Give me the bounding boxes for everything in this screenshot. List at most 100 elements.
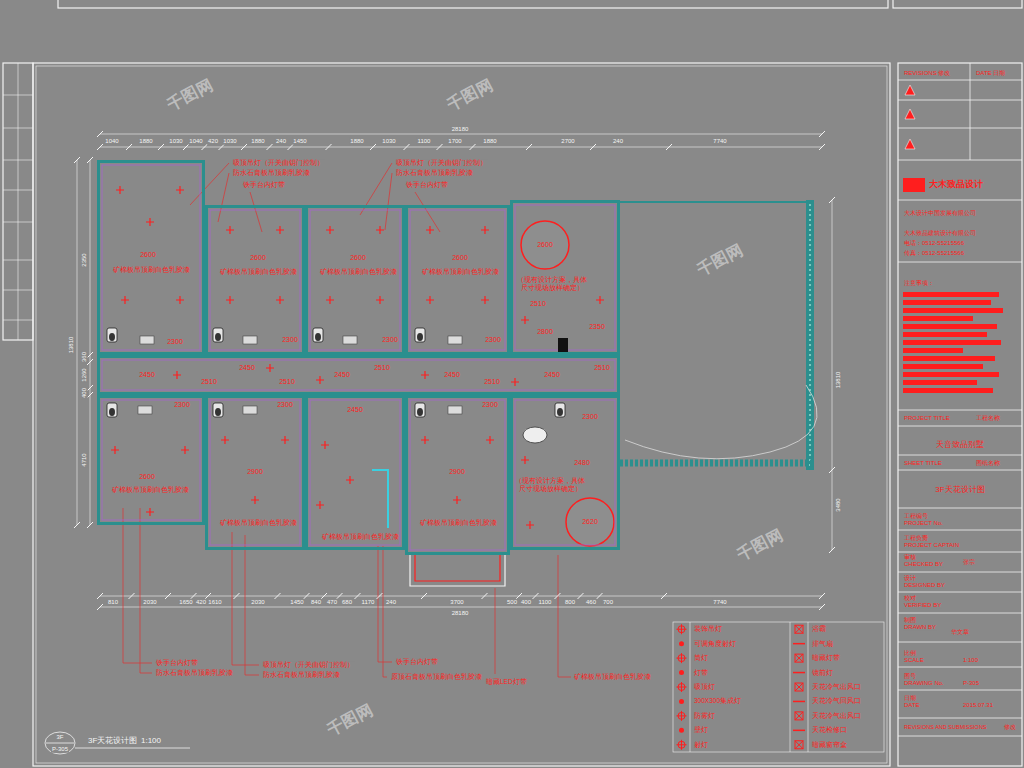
dimension-label: 1040 (104, 138, 119, 145)
legend-symbols (677, 624, 806, 750)
ceiling-height: 2510 (530, 300, 546, 308)
drawing-tag-text: P-305 (51, 746, 69, 753)
ceiling-height: 2510 (484, 378, 500, 386)
title-block-text: DATE 日期 (975, 70, 1006, 77)
ceiling-height: 2600 (140, 251, 156, 259)
company-logo (903, 178, 925, 192)
ceiling-height: 2510 (594, 364, 610, 372)
room-ceiling-zone: 2300（现有设计方案，具体尺寸现场放样确定）24802620 (510, 395, 620, 550)
ceiling-note: 矿棉板吊顶刷白色乳胶漆 (113, 266, 190, 274)
room-ceiling-zone: 2600矿棉板吊顶刷白色乳胶漆2300 (405, 205, 510, 355)
ceiling-note: （现有设计方案，具体尺寸现场放样确定） (515, 477, 585, 492)
watermark: 千图网 (324, 700, 376, 739)
title-block-text: 制图 (903, 617, 917, 624)
legend-label: 射灯 (694, 741, 708, 748)
revision-triangles (905, 85, 915, 149)
dimension-label: 2350 (81, 252, 88, 267)
ceiling-height: 2300 (485, 336, 501, 344)
annotation-note: 吸顶吊灯（开关由钥门控制） (262, 661, 355, 668)
legend-label: 吸顶灯 (694, 683, 715, 690)
toilet-symbols (107, 328, 565, 417)
drawing-tag-text: 3F (55, 734, 64, 741)
ceiling-height: 2900 (247, 468, 263, 476)
notes-redacted-bars (903, 292, 1003, 393)
room-ceiling-zone: 2600矿棉板吊顶刷白色乳胶漆2300 (305, 205, 405, 355)
plan-symbols (74, 131, 835, 750)
watermark: 千图网 (734, 525, 786, 564)
ceiling-height: 2350 (589, 323, 605, 331)
room-ceiling-zone: 2600（现有设计方案，具体尺寸现场放样确定）251028002350 (510, 200, 620, 355)
dimension-label: 240 (385, 599, 397, 606)
title-block-text: REVISIONS AND SUBMISSIONS (903, 724, 988, 730)
legend-label: 天花冷气出风口 (812, 683, 861, 690)
watermark: 千图网 (164, 75, 216, 114)
dimension-label: 1100 (417, 138, 432, 145)
ceiling-height: 2450 (139, 371, 155, 379)
annotation-note: 防水石膏板吊顶刷乳胶漆 (262, 671, 341, 678)
dimension-label: 500 (506, 599, 518, 606)
title-block-text: 张宗 (962, 559, 976, 566)
dimension-label: 7740 (712, 138, 727, 145)
dimension-label: 2030 (142, 599, 157, 606)
watermark: 千图网 (694, 240, 746, 279)
legend-label: 暗藏窗帘盒 (812, 741, 847, 748)
dimension-label: 13810 (68, 336, 75, 355)
legend-label: 防雾灯 (694, 712, 715, 719)
ceiling-note: 矿棉板吊顶刷白色乳胶漆 (322, 533, 399, 541)
dimension-label: 13810 (835, 371, 842, 390)
annotation-note: 铁手台内灯带 (155, 659, 199, 666)
ceiling-height: 2600 (250, 254, 266, 262)
dimension-label: 420 (195, 599, 207, 606)
dimension-label: 1880 (482, 138, 497, 145)
ceiling-height: 2510 (201, 378, 217, 386)
title-block-text: DESIGNED BY (903, 582, 946, 589)
room-ceiling-zone: 2600矿棉板吊顶刷白色乳胶漆2300 (97, 160, 205, 355)
dimension-label: 1650 (178, 599, 193, 606)
legend-label: 排气扇 (812, 640, 833, 647)
title-block-text: 校对 (903, 595, 917, 602)
annotation-note: 原顶石膏板吊顶刷白色乳胶漆 (390, 673, 483, 680)
dimension-label: 7740 (712, 599, 727, 606)
title-block-text: DRAWN BY (903, 624, 937, 631)
dimension-label: 1260 (81, 367, 88, 382)
title-block-text: 工程编号 (903, 513, 929, 520)
annotation-note: 防水石膏板吊顶刷乳胶漆 (232, 169, 311, 176)
legend-label: 天花冷气出风口 (812, 712, 861, 719)
legend-label: 壁灯 (694, 727, 708, 734)
title-block-text: 工程名称 (975, 415, 1001, 422)
dimension-label: 1880 (349, 138, 364, 145)
dimension-label: 1450 (289, 599, 304, 606)
annotation-note: 防水石膏板吊顶刷乳胶漆 (395, 169, 474, 176)
dimension-ticks (74, 131, 835, 610)
title-block-text: DATE (903, 702, 921, 709)
title-block-text: 图纸名称 (975, 460, 1001, 467)
room-ceiling-zone: 23002900矿棉板吊顶刷白色乳胶漆 (405, 395, 510, 555)
legend-label: 镜前灯 (812, 669, 833, 676)
room-ceiling-zone: 23002900矿棉板吊顶刷白色乳胶漆 (205, 395, 305, 550)
title-block-text: 电话：0512-55215566 (903, 240, 965, 247)
dimension-label: 1040 (188, 138, 203, 145)
title-block-text: 注意事项： (903, 280, 935, 287)
leader-lines (123, 163, 571, 677)
annotation-note: 铁手台内灯带 (395, 658, 439, 665)
ceiling-height: 2300 (174, 401, 190, 409)
ceiling-height: 2600 (139, 473, 155, 481)
terrace (620, 200, 817, 470)
ceiling-height: 2620 (582, 518, 598, 526)
annotation-note: 暗藏LED灯带 (485, 678, 528, 685)
ceiling-note: 矿棉板吊顶刷白色乳胶漆 (420, 519, 497, 527)
dimension-label: 240 (275, 138, 287, 145)
ceiling-note: 矿棉板吊顶刷白色乳胶漆 (112, 486, 189, 494)
dimension-label: 800 (564, 599, 576, 606)
dimension-label: 3480 (835, 497, 842, 512)
title-block-text: 大木致品建筑设计有限公司 (903, 230, 977, 237)
title-block-text: 修改 (1003, 724, 1017, 731)
dimension-label: 680 (341, 599, 353, 606)
title-block-text: 华文章 (950, 629, 970, 636)
legend-label: 浴霸 (812, 626, 826, 633)
title-block-text: 审核 (903, 554, 917, 561)
drawing-tag-text: 1:100 (140, 737, 162, 746)
dimension-label: 3700 (449, 599, 464, 606)
title-block-text: DRAWING No. (903, 680, 945, 687)
